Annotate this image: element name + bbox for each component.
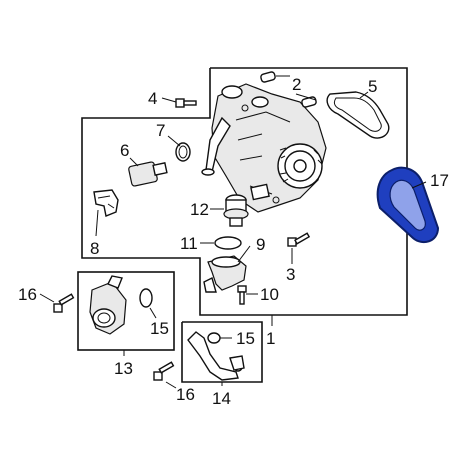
callout-9: 9 <box>256 235 265 254</box>
callout-15a: 15 <box>150 319 169 338</box>
callout-leader-16b <box>165 381 177 389</box>
bolt-part-10 <box>237 285 247 305</box>
callout-15b: 15 <box>236 329 255 348</box>
callout-8: 8 <box>90 239 99 258</box>
water-pump-housing <box>201 83 327 213</box>
thermostat-cover-part-9 <box>203 255 247 293</box>
callout-leader-17 <box>411 181 427 189</box>
box-13 <box>77 271 175 351</box>
gasket-part-5 <box>326 91 390 139</box>
callout-3: 3 <box>286 265 295 284</box>
callout-4: 4 <box>148 89 157 108</box>
callout-5: 5 <box>368 77 377 96</box>
bracket-part-8 <box>93 189 119 217</box>
callout-7: 7 <box>156 121 165 140</box>
callout-leader-16a <box>39 293 55 303</box>
o-ring-part-7 <box>175 142 191 162</box>
callout-12: 12 <box>190 200 209 219</box>
callout-leader-2b <box>295 93 317 101</box>
dowel-pins-part-2 <box>260 71 317 108</box>
bolt-part-16a <box>53 293 75 313</box>
callout-16a: 16 <box>18 285 37 304</box>
seal-part-11 <box>214 236 242 250</box>
callout-leader-15a <box>149 307 157 319</box>
bolt-part-3 <box>287 232 311 247</box>
coolant-flange-part-13 <box>89 275 127 335</box>
callout-leader-6 <box>129 157 139 167</box>
sensor-part-6 <box>128 161 168 187</box>
belt-part-17[interactable] <box>376 166 440 244</box>
callout-leader-8 <box>95 209 99 237</box>
callout-11: 11 <box>180 234 198 253</box>
box-14 <box>181 321 263 383</box>
callout-1: 1 <box>266 329 275 348</box>
callout-leader-9 <box>237 245 251 263</box>
callout-leader-4 <box>161 97 177 103</box>
o-ring-part-15b <box>207 332 221 344</box>
callout-14: 14 <box>212 389 231 408</box>
o-ring-part-15a <box>139 288 153 308</box>
callout-13: 13 <box>114 359 133 378</box>
callout-16b: 16 <box>176 385 195 404</box>
callout-leader-7 <box>167 135 181 147</box>
bolt-part-4 <box>175 98 197 108</box>
coolant-pipe-part-14 <box>187 331 245 381</box>
callout-leader-5 <box>359 91 369 99</box>
assembly-outline <box>81 67 408 316</box>
callout-6: 6 <box>120 141 129 160</box>
callout-17: 17 <box>430 171 449 190</box>
callout-2: 2 <box>292 75 301 94</box>
callout-10: 10 <box>260 285 279 304</box>
thermostat-part-12 <box>223 194 249 227</box>
bolt-part-16b <box>153 361 175 381</box>
